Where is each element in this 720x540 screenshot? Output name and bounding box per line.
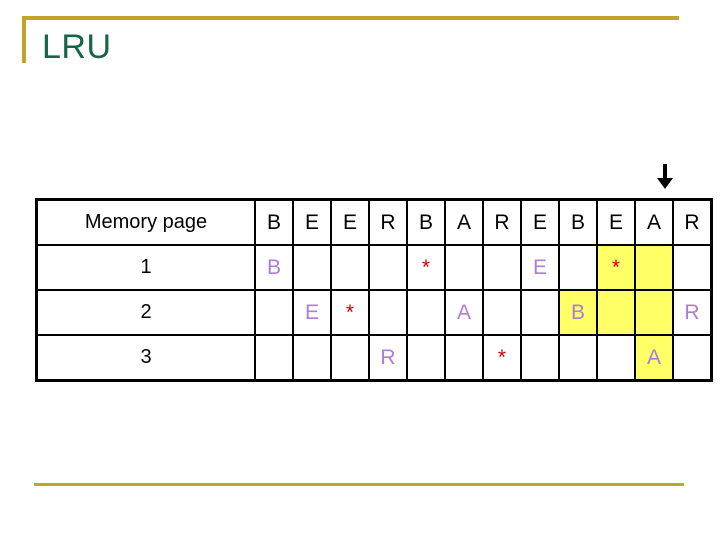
table-cell: B (558, 289, 598, 336)
row-label: 3 (35, 334, 256, 382)
table-cell (482, 244, 522, 291)
reference-letter: B (254, 198, 294, 246)
table-cell: * (482, 334, 522, 382)
table-cell (406, 334, 446, 382)
table-cell (406, 289, 446, 336)
table-cell (444, 244, 484, 291)
gold-bottom-line (34, 483, 684, 486)
table-cell (254, 334, 294, 382)
table-cell: E (520, 244, 560, 291)
reference-letter: A (444, 198, 484, 246)
down-arrow-icon (656, 164, 674, 189)
table-cell: A (444, 289, 484, 336)
table-cell: A (634, 334, 674, 382)
table-cell (596, 334, 636, 382)
reference-letter: B (406, 198, 446, 246)
reference-letter: E (596, 198, 636, 246)
reference-letter: R (672, 198, 713, 246)
table-cell: * (406, 244, 446, 291)
reference-letter: E (520, 198, 560, 246)
page-title: LRU (42, 28, 112, 66)
memory-page-header: Memory page (35, 198, 256, 246)
table-row: 3 R * A (35, 334, 713, 382)
table-cell (330, 244, 370, 291)
table-cell (520, 334, 560, 382)
reference-letter: A (634, 198, 674, 246)
table-cell (330, 334, 370, 382)
table-cell: E (292, 289, 332, 336)
down-arrow-head (657, 178, 673, 189)
table-cell (368, 244, 408, 291)
table-cell (672, 244, 713, 291)
table-cell (558, 244, 598, 291)
row-label: 1 (35, 244, 256, 291)
table-cell (596, 289, 636, 336)
table-cell (482, 289, 522, 336)
table-cell: R (368, 334, 408, 382)
table-cell (444, 334, 484, 382)
table-cell (254, 289, 294, 336)
gold-top-line (22, 16, 679, 20)
reference-letter: B (558, 198, 598, 246)
table-cell (634, 289, 674, 336)
reference-letter: E (330, 198, 370, 246)
table-cell: R (672, 289, 713, 336)
reference-letter: R (368, 198, 408, 246)
gold-left-line (22, 16, 26, 63)
table-cell (520, 289, 560, 336)
table-cell: * (330, 289, 370, 336)
down-arrow-stem (663, 164, 667, 178)
table-cell: B (254, 244, 294, 291)
row-label: 2 (35, 289, 256, 336)
reference-letter: E (292, 198, 332, 246)
reference-letter: R (482, 198, 522, 246)
table-cell (292, 334, 332, 382)
table-cell: * (596, 244, 636, 291)
table-cell (634, 244, 674, 291)
table-cell (292, 244, 332, 291)
table-cell (672, 334, 713, 382)
table-cell (558, 334, 598, 382)
table-cell (368, 289, 408, 336)
